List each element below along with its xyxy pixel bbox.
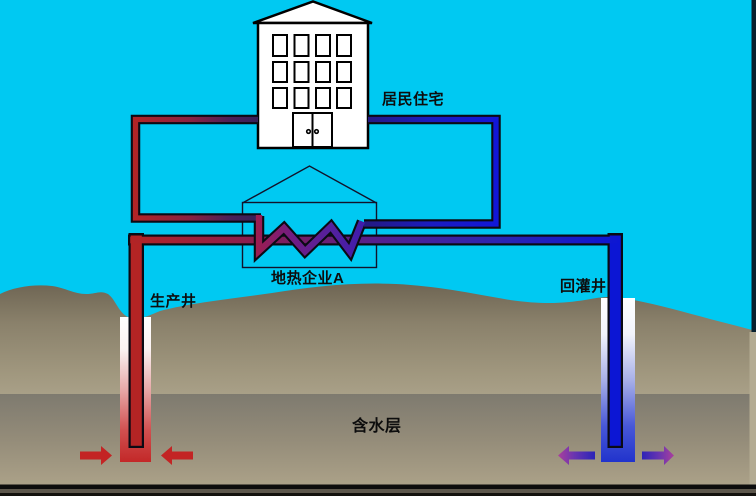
outflow-arrow-right — [642, 446, 674, 465]
aquifer-band — [0, 394, 756, 485]
building-door — [292, 112, 333, 148]
well-loop-pipes — [128, 233, 623, 448]
building-roof — [252, 0, 373, 25]
heat-exchanger-coil — [255, 215, 365, 259]
right-edge-ground-border — [749, 332, 756, 485]
aquifer-bottom-line — [0, 484, 756, 489]
injection-drop-pipe — [609, 235, 621, 446]
building-windows — [272, 34, 352, 109]
label-injection-well: 回灌井 — [560, 278, 607, 295]
inflow-arrow-right — [161, 446, 193, 465]
well-transfer-pipe — [130, 236, 620, 244]
label-residential-building: 居民住宅 — [382, 91, 445, 108]
ground-surface-hill — [0, 283, 756, 398]
label-geothermal-company: 地热企业A — [271, 270, 345, 287]
door-knob-left — [305, 128, 312, 135]
bedrock-strip — [0, 489, 756, 493]
door-knob-right — [313, 128, 320, 135]
right-edge-sky-border — [751, 0, 756, 332]
label-aquifer: 含水层 — [352, 418, 402, 435]
residential-building — [252, 0, 373, 150]
outflow-arrow-left — [558, 446, 595, 465]
return-pipe-from-building — [364, 116, 499, 227]
heat-exchanger-roof — [242, 165, 377, 204]
label-production-well: 生产井 — [150, 293, 197, 310]
production-riser-pipe — [130, 235, 142, 446]
building-loop-pipes — [130, 114, 501, 263]
bottom-edge-line — [0, 493, 756, 496]
supply-pipe-to-building — [132, 116, 261, 221]
inflow-arrow-left — [80, 446, 112, 465]
